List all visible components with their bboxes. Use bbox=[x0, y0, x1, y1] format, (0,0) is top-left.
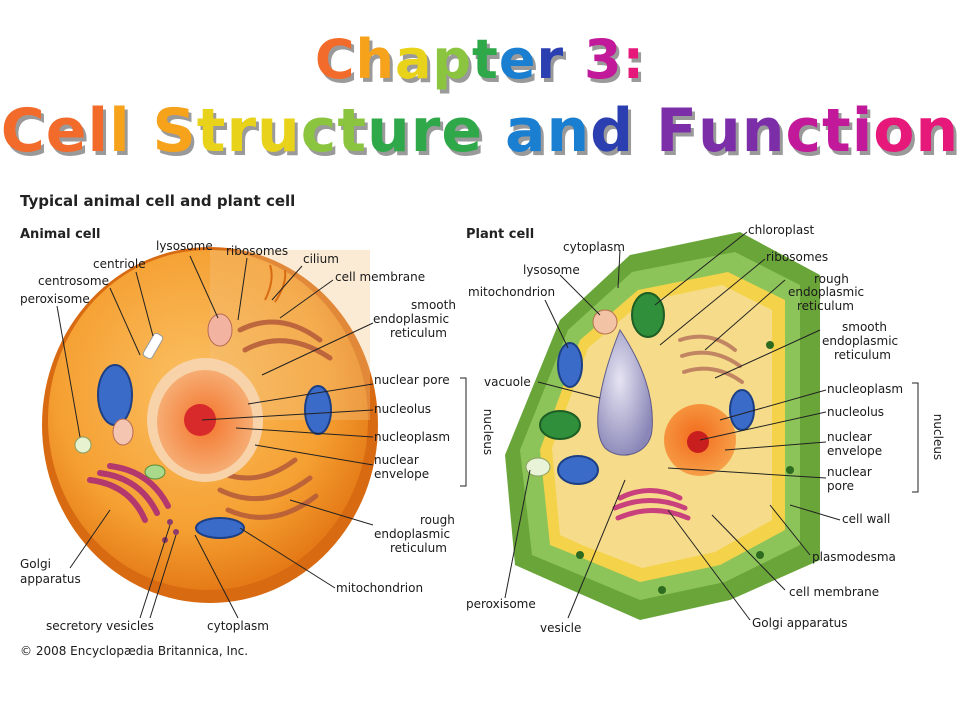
label-rough-er-plant-3: reticulum bbox=[797, 299, 854, 313]
title-letter: o bbox=[873, 96, 916, 166]
label-golgi-2: apparatus bbox=[20, 572, 81, 586]
plant-leader-lines bbox=[504, 231, 919, 621]
title-letter: t bbox=[337, 96, 368, 166]
label-golgi-1: Golgi bbox=[20, 557, 51, 571]
title-letter: S bbox=[152, 96, 197, 166]
label-cilium: cilium bbox=[303, 252, 339, 266]
label-chloroplast: chloroplast bbox=[748, 223, 814, 237]
title-letter: F bbox=[656, 96, 698, 166]
label-nuclear-pore-plant-2: pore bbox=[827, 479, 854, 493]
title-letter: r bbox=[536, 28, 565, 91]
title-letter: u bbox=[257, 96, 301, 166]
title-letter: 3 bbox=[583, 28, 623, 91]
label-nucleoplasm-plant: nucleoplasm bbox=[827, 382, 903, 396]
label-smooth-er-3: reticulum bbox=[390, 326, 447, 340]
label-golgi-plant: Golgi apparatus bbox=[752, 616, 848, 630]
label-nuclear-envelope-plant-1: nuclear bbox=[827, 430, 872, 444]
label-cytoplasm-plant: cytoplasm bbox=[563, 240, 625, 254]
title-letter: c bbox=[300, 96, 338, 166]
plant-cell-heading: Plant cell bbox=[466, 227, 534, 242]
title-letter: a bbox=[504, 96, 547, 166]
label-peroxisome: peroxisome bbox=[20, 292, 90, 306]
copyright-credit: © 2008 Encyclopædia Britannica, Inc. bbox=[20, 644, 248, 658]
title-letter: : bbox=[622, 28, 646, 91]
label-rough-er-2: endoplasmic bbox=[374, 527, 450, 541]
title-letter: l bbox=[87, 96, 110, 166]
title-letter: n bbox=[915, 96, 960, 166]
title-letter: i bbox=[851, 96, 874, 166]
title-letter: C bbox=[0, 96, 46, 166]
title-letter: n bbox=[741, 96, 786, 166]
animal-labels: lysosome ribosomes cilium centriole cent… bbox=[20, 239, 495, 633]
label-plasmodesma: plasmodesma bbox=[812, 550, 896, 564]
label-nucleolus-plant: nucleolus bbox=[827, 405, 884, 419]
animal-leader-lines bbox=[56, 255, 467, 619]
chapter-subtitle: Cell Structure and Function bbox=[0, 96, 960, 166]
label-smooth-er-2: endoplasmic bbox=[373, 312, 449, 326]
plant-labels: chloroplast cytoplasm ribosomes lysosome… bbox=[466, 223, 945, 635]
label-secretory-vesicles: secretory vesicles bbox=[46, 619, 154, 633]
title-letter: e bbox=[498, 28, 537, 91]
title-letter: c bbox=[785, 96, 823, 166]
label-smooth-er-plant-3: reticulum bbox=[834, 348, 891, 362]
label-nuclear-envelope-plant-2: envelope bbox=[827, 444, 882, 458]
label-vacuole: vacuole bbox=[484, 375, 531, 389]
label-mitochondrion-plant: mitochondrion bbox=[468, 285, 555, 299]
label-cell-membrane-plant: cell membrane bbox=[789, 585, 879, 599]
title-letter: p bbox=[432, 28, 473, 91]
title-letter: a bbox=[394, 28, 433, 91]
label-nucleus-plant: nucleus bbox=[931, 414, 945, 460]
label-vesicle: vesicle bbox=[540, 621, 581, 635]
label-cell-wall: cell wall bbox=[842, 512, 890, 526]
title-letter: C bbox=[314, 28, 356, 91]
title-letter: r bbox=[226, 96, 258, 166]
label-smooth-er-1: smooth bbox=[411, 298, 456, 312]
title-letter: e bbox=[45, 96, 88, 166]
title-letter: e bbox=[441, 96, 484, 166]
label-rough-er-3: reticulum bbox=[390, 541, 447, 555]
label-smooth-er-plant-2: endoplasmic bbox=[822, 334, 898, 348]
label-ribosomes-plant: ribosomes bbox=[766, 250, 828, 264]
title-letter: u bbox=[698, 96, 742, 166]
label-cell-membrane: cell membrane bbox=[335, 270, 425, 284]
label-lysosome: lysosome bbox=[156, 239, 213, 253]
chapter-title: Chapter 3: bbox=[0, 28, 960, 91]
label-lysosome-plant: lysosome bbox=[523, 263, 580, 277]
label-ribosomes: ribosomes bbox=[226, 244, 288, 258]
title-letter: l bbox=[109, 96, 131, 166]
label-nucleoplasm: nucleoplasm bbox=[374, 430, 450, 444]
label-centrosome: centrosome bbox=[38, 274, 109, 288]
label-mitochondrion: mitochondrion bbox=[336, 581, 423, 595]
animal-cell-heading: Animal cell bbox=[20, 227, 101, 242]
label-smooth-er-plant-1: smooth bbox=[842, 320, 887, 334]
label-nuclear-envelope-2: envelope bbox=[374, 467, 429, 481]
figure-heading: Typical animal cell and plant cell bbox=[20, 192, 295, 210]
label-nuclear-pore: nuclear pore bbox=[374, 373, 450, 387]
label-rough-er-1: rough bbox=[420, 513, 455, 527]
label-nuclear-pore-plant-1: nuclear bbox=[827, 465, 872, 479]
title-letter: t bbox=[822, 96, 852, 166]
label-centriole: centriole bbox=[93, 257, 146, 271]
title-letter: r bbox=[410, 96, 442, 166]
label-peroxisome-plant: peroxisome bbox=[466, 597, 536, 611]
label-nuclear-envelope-1: nuclear bbox=[374, 453, 419, 467]
title-letter: t bbox=[196, 96, 227, 166]
title-letter: d bbox=[590, 96, 635, 166]
title-letter: h bbox=[355, 28, 395, 91]
title-letter: t bbox=[472, 28, 499, 91]
label-rough-er-plant-1: rough bbox=[814, 272, 849, 286]
label-cytoplasm: cytoplasm bbox=[207, 619, 269, 633]
label-nucleus: nucleus bbox=[481, 409, 495, 455]
title-letter: u bbox=[367, 96, 411, 166]
label-nucleolus: nucleolus bbox=[374, 402, 431, 416]
title-letter: n bbox=[546, 96, 591, 166]
label-rough-er-plant-2: endoplasmic bbox=[788, 285, 864, 299]
plant-cell-illustration bbox=[505, 232, 820, 620]
